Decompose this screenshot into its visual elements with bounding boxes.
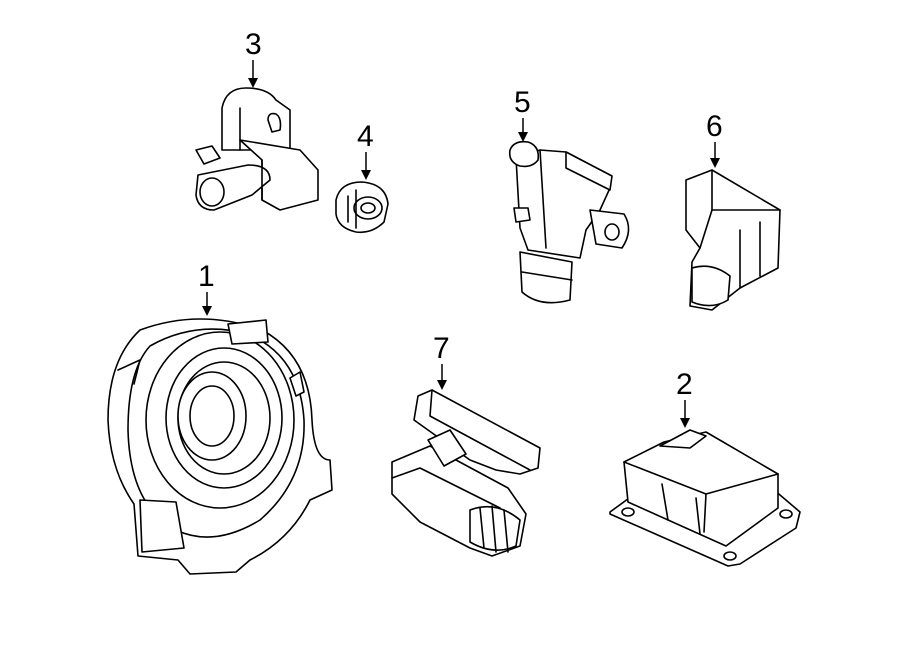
part-6-sensor[interactable]: 6 — [685, 110, 781, 311]
callout-7: 7 — [433, 332, 450, 365]
callout-1: 1 — [198, 260, 215, 293]
callout-2: 2 — [676, 368, 693, 401]
part-7-crash-sensor[interactable]: 7 — [391, 332, 541, 557]
part-1-clock-spring[interactable]: 1 — [107, 260, 333, 575]
callout-4: 4 — [357, 120, 374, 153]
callout-5: 5 — [514, 86, 531, 119]
callout-3: 3 — [245, 28, 262, 61]
part-5-sensor[interactable]: 5 — [508, 86, 630, 304]
part-4-grommet[interactable]: 4 — [335, 120, 389, 234]
part-3-sensor[interactable]: 3 — [195, 28, 319, 211]
callout-6: 6 — [706, 110, 723, 143]
part-2-control-module[interactable]: 2 — [609, 368, 801, 567]
